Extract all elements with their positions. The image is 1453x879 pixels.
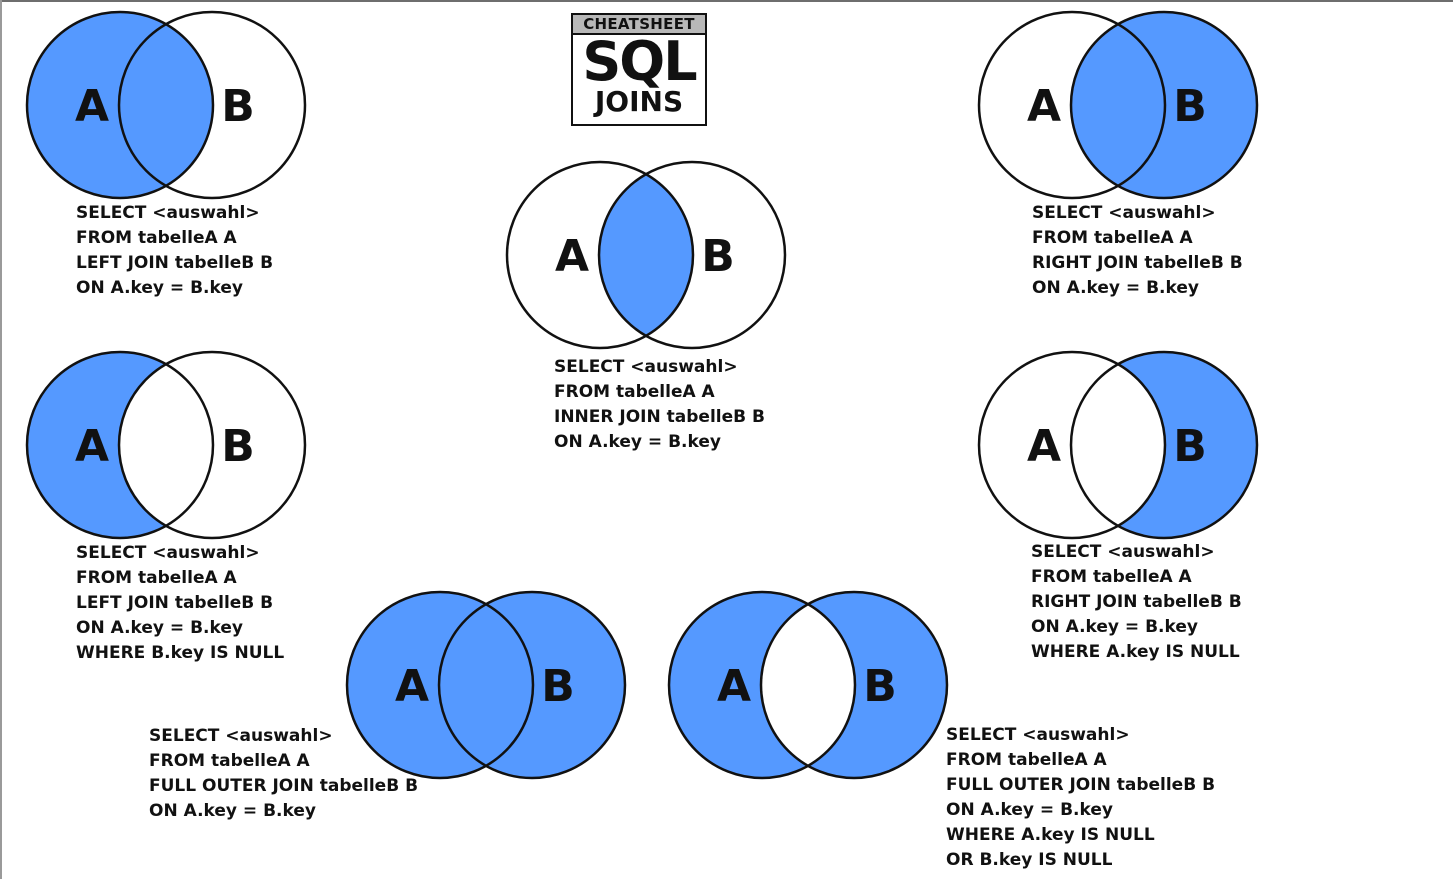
venn-label-a: A <box>717 661 751 712</box>
sql-line: WHERE A.key IS NULL <box>946 825 1155 845</box>
sql-line: SELECT <auswahl> <box>554 357 738 377</box>
venn-label-b: B <box>221 81 255 132</box>
sql-line: FROM tabelleA A <box>554 382 715 402</box>
venn-circle-a <box>667 590 857 780</box>
sql-line: SELECT <auswahl> <box>1031 542 1215 562</box>
sql-line: ON A.key = B.key <box>1031 617 1198 637</box>
code-full-outer-join: SELECT <auswahl> FROM tabelleA A FULL OUTE… <box>149 724 418 824</box>
sql-line: FULL OUTER JOIN tabelleB B <box>946 775 1216 795</box>
cheatsheet-logo: CHEATSHEET SQL JOINS <box>571 13 707 126</box>
sql-line: FULL OUTER JOIN tabelleB B <box>149 776 419 796</box>
venn-circle-b <box>1069 10 1259 200</box>
code-right-excluding-join: SELECT <auswahl> FROM tabelleA A RIGHT JOI… <box>1031 540 1242 665</box>
sql-line: WHERE B.key IS NULL <box>76 643 285 663</box>
venn-circle-a <box>345 590 535 780</box>
venn-label-a: A <box>555 231 589 282</box>
code-full-outer-excluding-join: SELECT <auswahl> FROM tabelleA A FULL OUTE… <box>946 723 1215 873</box>
sql-line: WHERE A.key IS NULL <box>1031 642 1240 662</box>
sql-line: ON A.key = B.key <box>149 801 316 821</box>
sql-line: ON A.key = B.key <box>554 432 721 452</box>
venn-circle-a <box>25 10 215 200</box>
venn-label-b: B <box>863 661 897 712</box>
sql-line: ON A.key = B.key <box>1032 278 1199 298</box>
sql-line: SELECT <auswahl> <box>946 725 1130 745</box>
venn-label-b: B <box>1173 81 1207 132</box>
sql-line: ON A.key = B.key <box>946 800 1113 820</box>
venn-label-b: B <box>221 421 255 472</box>
venn-label-a: A <box>395 661 429 712</box>
logo-joins-text: JOINS <box>594 85 684 118</box>
logo-sql-text: SQL <box>582 30 697 93</box>
venn-fill-region <box>599 174 693 336</box>
left-border <box>0 0 2 879</box>
venn-circle-b <box>597 160 787 350</box>
sql-line: SELECT <auswahl> <box>76 203 260 223</box>
venn-circle-a <box>505 160 695 350</box>
sql-line: FROM tabelleA A <box>946 750 1107 770</box>
sql-line: SELECT <auswahl> <box>76 543 260 563</box>
venn-circle-b <box>117 10 307 200</box>
venn-label-b: B <box>541 661 575 712</box>
venn-circle-a <box>25 350 215 540</box>
code-inner-join: SELECT <auswahl> FROM tabelleA A INNER JOI… <box>554 355 765 455</box>
sql-line: FROM tabelleA A <box>76 228 237 248</box>
sql-line: FROM tabelleA A <box>1032 228 1193 248</box>
venn-circle-b <box>437 590 627 780</box>
venn-fill-region <box>669 592 947 778</box>
sql-line: LEFT JOIN tabelleB B <box>76 253 274 273</box>
code-left-join: SELECT <auswahl> FROM tabelleA A LEFT JOIN… <box>76 201 273 301</box>
venn-circle-a <box>977 10 1167 200</box>
venn-circle-b <box>117 350 307 540</box>
venn-circle-b <box>1069 350 1259 540</box>
venn-label-b: B <box>1173 421 1207 472</box>
venn-label-b: B <box>701 231 735 282</box>
venn-circle-b <box>759 590 949 780</box>
sql-line: OR B.key IS NULL <box>946 850 1113 870</box>
code-left-excluding-join: SELECT <auswahl> FROM tabelleA A LEFT JOIN… <box>76 541 284 666</box>
sql-line: RIGHT JOIN tabelleB B <box>1032 253 1243 273</box>
logo-band-text: CHEATSHEET <box>573 15 705 35</box>
sql-line: FROM tabelleA A <box>149 751 310 771</box>
sql-line: SELECT <auswahl> <box>1032 203 1216 223</box>
top-border <box>0 0 1453 2</box>
sql-line: LEFT JOIN tabelleB B <box>76 593 274 613</box>
sql-line: FROM tabelleA A <box>76 568 237 588</box>
sql-line: FROM tabelleA A <box>1031 567 1192 587</box>
sql-line: ON A.key = B.key <box>76 618 243 638</box>
code-right-join: SELECT <auswahl> FROM tabelleA A RIGHT JOI… <box>1032 201 1243 301</box>
sql-line: RIGHT JOIN tabelleB B <box>1031 592 1242 612</box>
venn-label-a: A <box>1027 421 1061 472</box>
venn-circle-a <box>977 350 1167 540</box>
sql-line: INNER JOIN tabelleB B <box>554 407 765 427</box>
venn-label-a: A <box>75 81 109 132</box>
sql-line: SELECT <auswahl> <box>149 726 333 746</box>
sql-line: ON A.key = B.key <box>76 278 243 298</box>
venn-label-a: A <box>1027 81 1061 132</box>
venn-label-a: A <box>75 421 109 472</box>
